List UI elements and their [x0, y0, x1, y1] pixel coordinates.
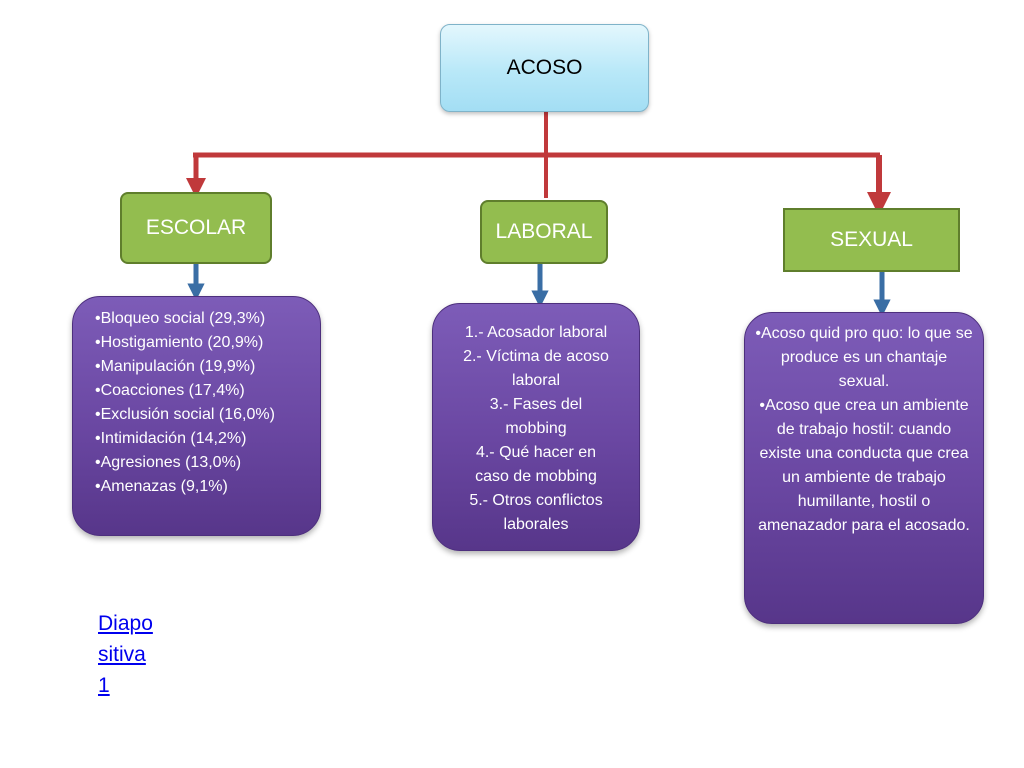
laboral-details-box: 1.- Acosador laboral 2.- Víctima de acos… [432, 303, 640, 551]
category-escolar-label: ESCOLAR [145, 216, 247, 239]
laboral-item: laboral [511, 372, 561, 389]
escolar-item: •Coacciones (17,4%) [95, 382, 245, 399]
category-sexual: SEXUAL [783, 208, 960, 272]
root-label: ACOSO [506, 56, 583, 79]
laboral-item: caso de mobbing [475, 468, 597, 485]
slide-link[interactable]: Diapositiva 1 [98, 612, 153, 697]
escolar-item: •Agresiones (13,0%) [95, 454, 242, 471]
escolar-item: •Bloqueo social (29,3%) [95, 310, 266, 327]
laboral-item: 2.- Víctima de acoso [463, 348, 609, 365]
sexual-details-box: •Acoso quid pro quo: lo que se produce e… [744, 312, 984, 624]
root-node-acoso: ACOSO [440, 24, 649, 112]
escolar-details-box: •Bloqueo social (29,3%) •Hostigamiento (… [72, 296, 321, 536]
category-laboral-label: LABORAL [495, 220, 593, 243]
category-laboral: LABORAL [480, 200, 608, 264]
category-escolar: ESCOLAR [120, 192, 272, 264]
escolar-item: •Intimidación (14,2%) [95, 430, 247, 447]
escolar-item: •Manipulación (19,9%) [95, 358, 256, 375]
laboral-item: mobbing [505, 420, 567, 437]
laboral-item: 5.- Otros conflictos [469, 492, 603, 509]
category-sexual-label: SEXUAL [830, 228, 913, 251]
laboral-item: 1.- Acosador laboral [464, 324, 608, 341]
escolar-item: •Amenazas (9,1%) [95, 478, 228, 495]
laboral-item: 4.- Qué hacer en [475, 444, 597, 461]
sexual-item: •Acoso que crea un ambiente de trabajo h… [758, 397, 970, 534]
escolar-item: •Hostigamiento (20,9%) [95, 334, 264, 351]
sexual-item: •Acoso quid pro quo: lo que se produce e… [755, 325, 973, 390]
laboral-item: laborales [503, 516, 569, 533]
escolar-item: •Exclusión social (16,0%) [95, 406, 275, 423]
laboral-item: 3.- Fases del [489, 396, 583, 413]
